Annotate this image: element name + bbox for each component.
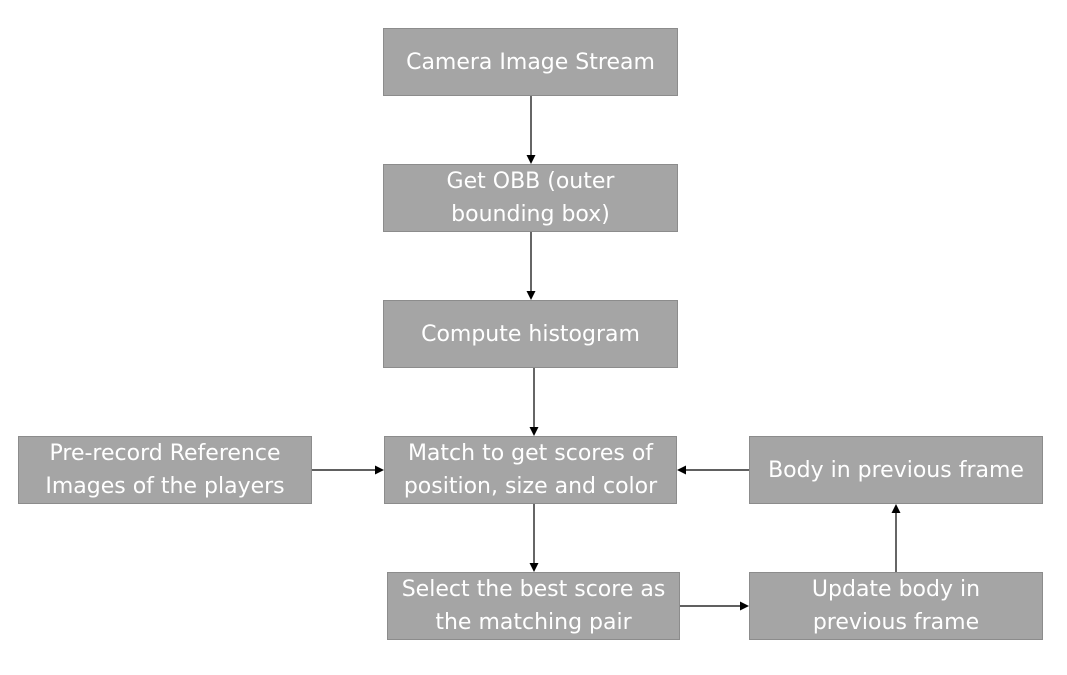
- node-prerecord-reference: Pre-record Reference Images of the playe…: [18, 436, 312, 504]
- node-update-label-line2: previous frame: [812, 610, 980, 635]
- node-prerecord-label-line2: Images of the players: [45, 474, 285, 499]
- node-body-previous-frame: Body in previous frame: [749, 436, 1043, 504]
- node-camera-image-stream: Camera Image Stream: [383, 28, 678, 96]
- node-match-scores: Match to get scores of position, size an…: [384, 436, 677, 504]
- node-camera-label: Camera Image Stream: [406, 49, 655, 75]
- node-select-best-score: Select the best score as the matching pa…: [387, 572, 680, 640]
- arrowhead-prerecord-to-match: [375, 465, 384, 475]
- arrowhead-body-prev-to-match: [677, 465, 686, 475]
- node-body-prev-label: Body in previous frame: [768, 457, 1024, 483]
- arrowhead-obb-to-histogram: [526, 291, 536, 300]
- arrowhead-camera-to-obb: [526, 155, 536, 164]
- node-get-obb: Get OBB (outer bounding box): [383, 164, 678, 232]
- node-match-label-line1: Match to get scores of: [407, 441, 654, 466]
- node-select-label-line1: Select the best score as: [401, 577, 666, 602]
- node-compute-histogram: Compute histogram: [383, 300, 678, 368]
- arrowhead-match-to-select: [529, 563, 539, 572]
- arrowhead-histogram-to-match: [529, 427, 539, 436]
- arrowhead-update-to-body-prev: [891, 504, 901, 513]
- node-update-body: Update body in previous frame: [749, 572, 1043, 640]
- node-obb-label-line2: bounding box): [451, 202, 610, 227]
- node-prerecord-label-line1: Pre-record Reference: [49, 441, 281, 466]
- node-select-label-line2: the matching pair: [435, 610, 632, 635]
- node-obb-label-line1: Get OBB (outer: [446, 169, 615, 194]
- node-update-label-line1: Update body in: [811, 577, 981, 602]
- node-match-label-line2: position, size and color: [403, 474, 658, 499]
- arrowhead-select-to-update: [740, 601, 749, 611]
- node-histogram-label: Compute histogram: [421, 321, 640, 347]
